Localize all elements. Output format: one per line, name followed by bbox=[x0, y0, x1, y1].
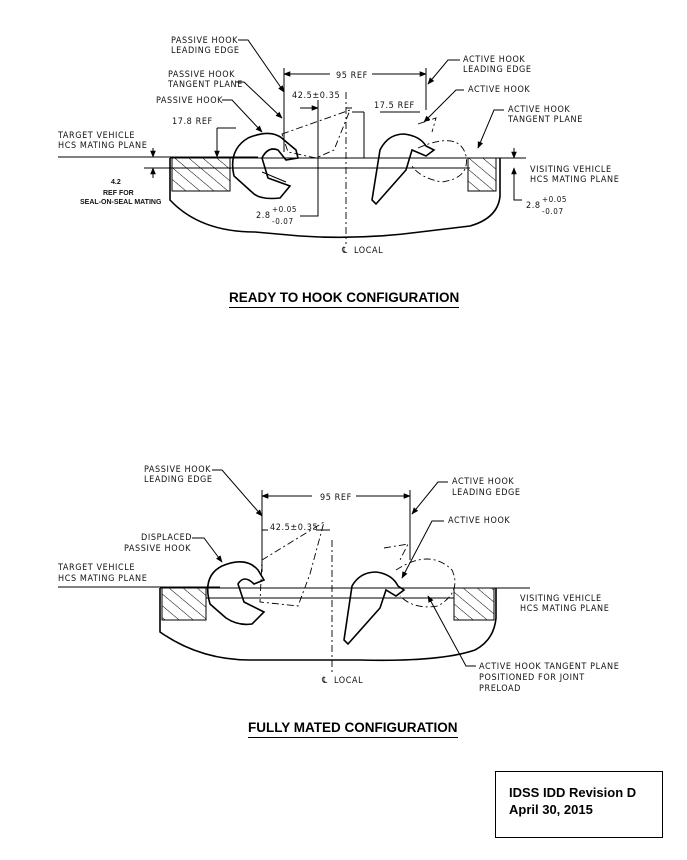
active-hook-leading-edge-label-2: LEADING EDGE bbox=[463, 65, 532, 75]
tol-right-base: 2.8 bbox=[526, 201, 541, 211]
passive-hook-leading-edge-label-2: LEADING EDGE bbox=[171, 46, 240, 56]
passive-hook-tangent-plane-label-2: TANGENT PLANE bbox=[167, 80, 243, 90]
mated-active-hook-shape bbox=[343, 571, 406, 646]
mated-active-seal-block bbox=[453, 587, 495, 621]
ready-to-hook-view: ℄ LOCAL 95 REF 42.5±0.35 17.5 REF 17.8 R… bbox=[57, 36, 619, 256]
mated-active-hook-tangent-plane-label: ACTIVE HOOK TANGENT PLANE bbox=[479, 662, 619, 672]
passive-hook-leading-edge-label: PASSIVE HOOK bbox=[171, 36, 238, 46]
visiting-vehicle-plane-label-2: HCS MATING PLANE bbox=[530, 175, 619, 185]
displaced-passive-hook-label-2: PASSIVE HOOK bbox=[124, 544, 191, 554]
active-hook-label: ACTIVE HOOK bbox=[468, 85, 530, 95]
ref-17-8-label: 17.8 REF bbox=[172, 117, 213, 127]
ready-to-hook-caption: READY TO HOOK CONFIGURATION bbox=[229, 290, 460, 308]
tol-left-minus: -0.07 bbox=[272, 217, 294, 226]
mated-active-hook-tangent-plane-label-2: POSITIONED FOR JOINT bbox=[479, 673, 585, 683]
fully-mated-view: ℄ LOCAL 95 REF 42.5±0.35 PASSIVE HOOK LE… bbox=[57, 465, 619, 694]
mated-centerline-label: LOCAL bbox=[334, 676, 363, 686]
ref-4-2-label: 4.2 bbox=[111, 179, 121, 186]
revision-box: IDSS IDD Revision D April 30, 2015 bbox=[495, 771, 663, 838]
ref-for-label: REF FOR bbox=[103, 190, 134, 197]
mated-passive-hook-leading-edge-label: PASSIVE HOOK bbox=[144, 465, 211, 475]
mated-active-hook-leading-edge-label-2: LEADING EDGE bbox=[452, 488, 521, 498]
mated-active-hook-label: ACTIVE HOOK bbox=[448, 516, 510, 526]
active-hook-tangent-plane-label-2: TANGENT PLANE bbox=[507, 115, 583, 125]
mated-active-phantom bbox=[395, 558, 456, 608]
tol-left-plus: +0.05 bbox=[272, 205, 297, 214]
fully-mated-caption: FULLY MATED CONFIGURATION bbox=[248, 720, 458, 738]
passive-seal-block bbox=[171, 157, 231, 192]
active-seal-block bbox=[467, 157, 497, 192]
mated-target-vehicle-plane-label-2: HCS MATING PLANE bbox=[58, 574, 147, 584]
displaced-passive-hook-shape bbox=[206, 561, 266, 626]
ref-17-5-label: 17.5 REF bbox=[374, 101, 415, 111]
mated-active-hook-tangent-plane-label-3: PRELOAD bbox=[479, 684, 521, 694]
visiting-vehicle-plane-label: VISITING VEHICLE bbox=[530, 165, 612, 175]
revision-line-1: IDSS IDD Revision D bbox=[509, 785, 637, 800]
displaced-passive-hook-label: DISPLACED bbox=[141, 533, 192, 543]
centerline-label: LOCAL bbox=[354, 246, 383, 256]
tol-right-minus: -0.07 bbox=[542, 207, 564, 216]
ref-95-label: 95 REF bbox=[336, 71, 368, 81]
mated-passive-hook-leading-edge-label-2: LEADING EDGE bbox=[144, 475, 213, 485]
passive-hook-phantom bbox=[281, 109, 351, 159]
target-vehicle-plane-label: TARGET VEHICLE bbox=[57, 131, 135, 141]
passive-hook-shape bbox=[231, 132, 299, 200]
passive-hook-label: PASSIVE HOOK bbox=[156, 96, 223, 106]
centerline-symbol: ℄ bbox=[342, 246, 348, 256]
mated-active-hook-leading-edge-label: ACTIVE HOOK bbox=[452, 477, 514, 487]
active-hook-shape bbox=[371, 133, 436, 206]
mated-passive-phantom bbox=[259, 521, 325, 607]
mated-visiting-vehicle-plane-label: VISITING VEHICLE bbox=[520, 594, 602, 604]
mated-centerline-symbol: ℄ bbox=[322, 676, 328, 686]
mated-passive-seal-block bbox=[161, 587, 207, 621]
active-hook-phantom bbox=[411, 140, 467, 183]
active-hook-leading-edge-label: ACTIVE HOOK bbox=[463, 55, 525, 65]
mated-ref-95-label: 95 REF bbox=[320, 493, 352, 503]
passive-hook-tangent-plane-label: PASSIVE HOOK bbox=[168, 70, 235, 80]
tol-right-plus: +0.05 bbox=[542, 195, 567, 204]
mated-visiting-vehicle-plane-label-2: HCS MATING PLANE bbox=[520, 604, 609, 614]
target-vehicle-plane-label-2: HCS MATING PLANE bbox=[58, 141, 147, 151]
seal-on-seal-label: SEAL-ON-SEAL MATING bbox=[80, 199, 162, 206]
mated-target-vehicle-plane-label: TARGET VEHICLE bbox=[57, 563, 135, 573]
tol-left-base: 2.8 bbox=[256, 211, 271, 221]
mated-body-outline bbox=[159, 588, 497, 662]
dim-42-5-label: 42.5±0.35 bbox=[292, 91, 340, 101]
revision-line-2: April 30, 2015 bbox=[509, 802, 593, 817]
active-hook-tangent-plane-label: ACTIVE HOOK bbox=[508, 105, 570, 115]
mated-dim-42-5-label: 42.5±0.35 bbox=[270, 523, 318, 533]
target-vehicle-body bbox=[169, 158, 501, 239]
